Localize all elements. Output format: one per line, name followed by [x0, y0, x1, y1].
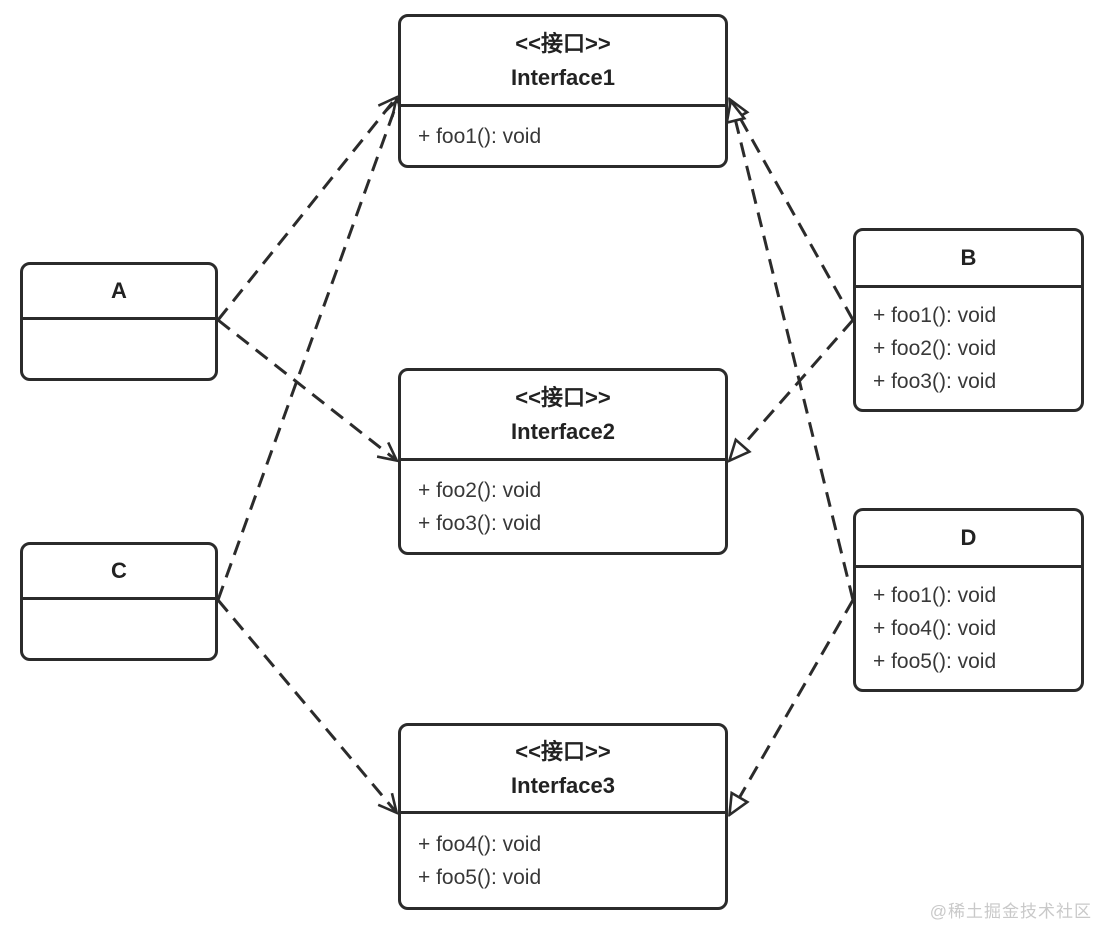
class-d-name: D: [960, 525, 977, 550]
interface3-name: Interface3: [511, 772, 615, 798]
edge-c-interface1: [216, 100, 398, 601]
edge-a-interface1: [216, 98, 396, 321]
interface3-methods: + foo4(): void + foo5(): void: [401, 814, 725, 907]
method-line: + foo4(): void: [873, 617, 997, 640]
class-c-title: C: [23, 545, 215, 600]
method-line: + foo3(): void: [873, 370, 997, 393]
method-line: + foo5(): void: [418, 865, 542, 889]
method-line: + foo3(): void: [418, 511, 542, 535]
interface2-stereotype: <<接口>>: [515, 384, 611, 410]
method-line: + foo5(): void: [873, 650, 997, 673]
class-d-title: D: [856, 511, 1081, 568]
class-a-title: A: [23, 265, 215, 320]
interface3-node: <<接口>> Interface3 + foo4(): void + foo5(…: [398, 723, 728, 910]
class-d-methods: + foo1(): void + foo4(): void + foo5(): …: [856, 568, 1081, 689]
edge-b-interface2: [730, 319, 855, 460]
class-a-node: A: [20, 262, 218, 381]
class-c-name: C: [111, 558, 127, 583]
class-b-name: B: [960, 245, 977, 270]
interface1-methods: + foo1(): void: [401, 107, 725, 165]
method-line: + foo1(): void: [873, 304, 997, 327]
interface3-stereotype: <<接口>>: [515, 738, 611, 764]
method-line: + foo2(): void: [873, 337, 997, 360]
class-a-methods: [23, 320, 215, 378]
edge-d-interface3: [730, 599, 855, 814]
edge-c-interface3: [216, 599, 396, 812]
class-d-node: D + foo1(): void + foo4(): void + foo5()…: [853, 508, 1084, 692]
class-a-name: A: [111, 278, 127, 303]
class-c-node: C: [20, 542, 218, 661]
method-line: + foo2(): void: [418, 478, 542, 502]
class-b-methods: + foo1(): void + foo2(): void + foo3(): …: [856, 288, 1081, 409]
class-b-title: B: [856, 231, 1081, 288]
interface2-methods: + foo2(): void + foo3(): void: [401, 461, 725, 552]
method-line: + foo1(): void: [873, 584, 997, 607]
method-line: + foo1(): void: [418, 124, 542, 148]
interface2-name: Interface2: [511, 418, 615, 444]
interface2-title: <<接口>> Interface2: [401, 371, 725, 461]
watermark-text: @稀土掘金技术社区: [929, 902, 1092, 921]
class-b-node: B + foo1(): void + foo2(): void + foo3()…: [853, 228, 1084, 412]
interface1-title: <<接口>> Interface1: [401, 17, 725, 107]
interface2-node: <<接口>> Interface2 + foo2(): void + foo3(…: [398, 368, 728, 555]
interface1-name: Interface1: [511, 64, 615, 90]
interface1-node: <<接口>> Interface1 + foo1(): void: [398, 14, 728, 168]
edge-d-interface1: [731, 102, 855, 601]
class-c-methods: [23, 600, 215, 658]
edge-a-interface2: [217, 318, 396, 460]
interface3-title: <<接口>> Interface3: [401, 726, 725, 814]
edge-b-interface1: [730, 100, 855, 321]
method-line: + foo4(): void: [418, 832, 542, 856]
interface1-stereotype: <<接口>>: [515, 30, 611, 56]
